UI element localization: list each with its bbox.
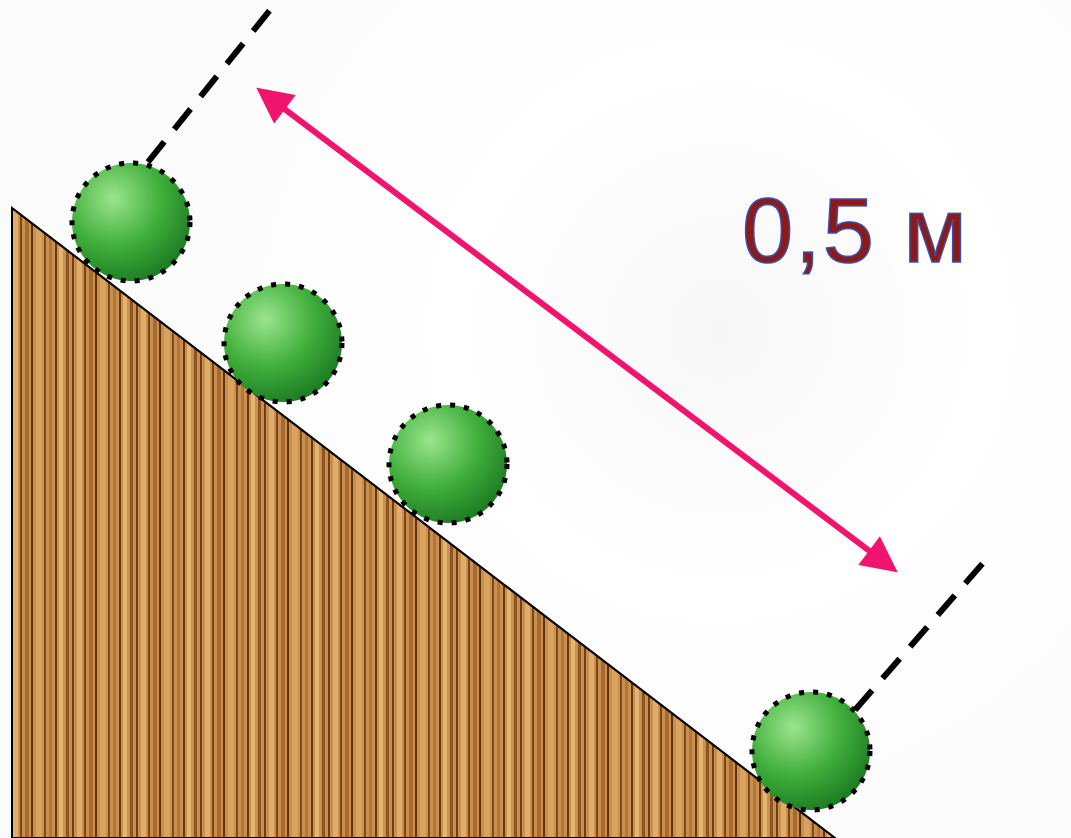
distance-arrow bbox=[256, 87, 898, 573]
ball-position-1 bbox=[69, 160, 193, 284]
bottom-guide-line bbox=[852, 553, 993, 712]
ball-position-4 bbox=[749, 689, 873, 813]
ball-position-2 bbox=[221, 281, 345, 405]
top-guide-line bbox=[145, 8, 273, 164]
distance-label: 0,5 м bbox=[742, 180, 969, 282]
ball-position-3 bbox=[386, 402, 510, 526]
